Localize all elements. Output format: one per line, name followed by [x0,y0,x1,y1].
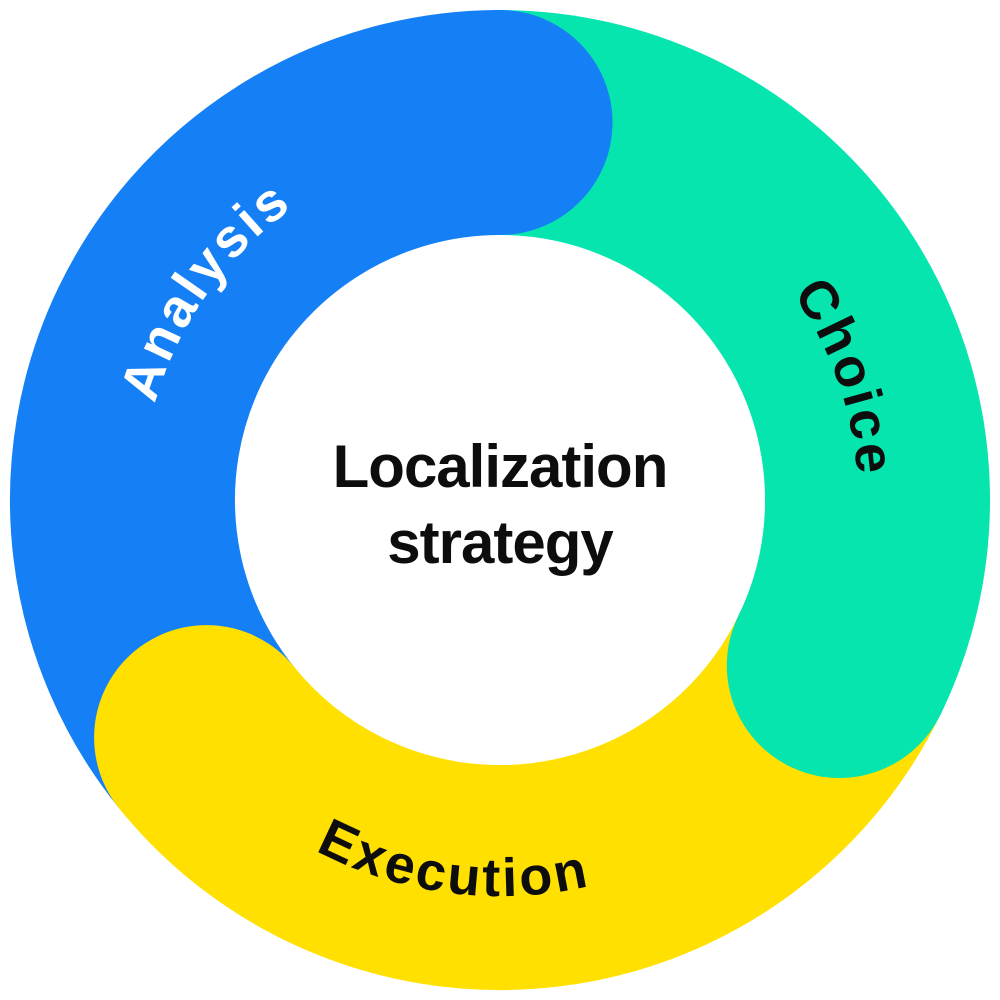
segment-analysis-endcap [387,10,613,235]
center-title-line-1: Localization [333,433,668,500]
segment-choice-endcap [726,553,952,778]
segment-analysis-arc [9,10,502,809]
segment-execution-endcap [94,625,320,851]
segment-choice-arc [498,10,990,715]
center-title-line-2: strategy [387,509,614,576]
segment-execution-arc [119,614,941,991]
